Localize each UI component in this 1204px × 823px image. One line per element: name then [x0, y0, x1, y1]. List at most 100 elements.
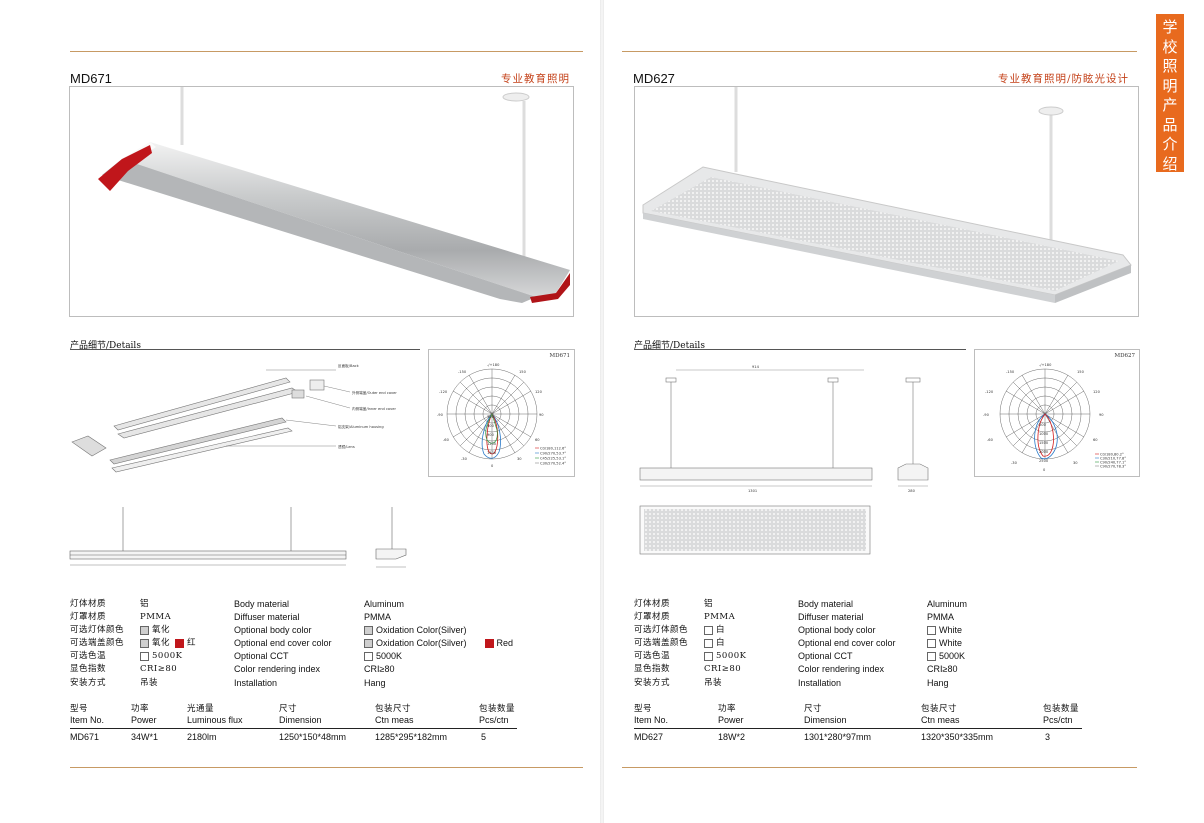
spec-cn-key-3: 可选端盖颜色	[70, 638, 125, 649]
polar-id: MD671	[549, 353, 570, 359]
spec-cn-val-3: 白	[716, 638, 726, 649]
polar-tick-bottom: 0	[1043, 468, 1046, 472]
exploded-label-1: 外侧端盖/Outer end cover	[352, 390, 397, 395]
polar-ring-0: 300	[487, 415, 495, 419]
exploded-label-3: 铝支架/Aluminum housing	[338, 424, 384, 429]
cct-swatch[interactable]	[927, 652, 936, 662]
dim-top: 914	[752, 365, 760, 369]
spec-cn-val-3: 氧化	[152, 638, 171, 649]
color-swatch-silver[interactable]	[140, 639, 149, 649]
cell-dim: 1301*280*97mm	[804, 732, 872, 742]
spec-cn-key-0: 灯体材质	[70, 599, 107, 609]
polar-tick-tl: -150	[458, 370, 467, 374]
details-rule	[70, 349, 420, 350]
sideband-char-6: 介	[1162, 135, 1178, 153]
tagline: 专业教育照明/防眩光设计	[998, 73, 1130, 85]
polar-tick-br: 30	[517, 457, 522, 461]
spec-cn-key-1: 灯罩材质	[70, 612, 107, 623]
polar-tick-l1: -120	[439, 390, 448, 394]
spec-en-val-3: Oxidation Color(Silver)	[376, 638, 467, 649]
spec-cn-val-1: PMMA	[140, 612, 172, 623]
spec-cn-key-6: 安装方式	[70, 677, 107, 688]
spec-cn-key-2: 可选灯体颜色	[634, 625, 689, 636]
polar-tick-l2: -90	[437, 413, 444, 417]
polar-diagram-box: MD627 -/+180 -150 150 -120 120 -90 90 -6…	[974, 349, 1140, 477]
th-en-ctn: Ctn meas	[921, 715, 960, 725]
spec-en-key-2: Optional body color	[234, 625, 312, 636]
sideband-char-7: 绍	[1162, 154, 1178, 173]
polar-tick-l3: -60	[443, 438, 450, 442]
cell-ctn: 1285*295*182mm	[375, 732, 448, 742]
th-cn-ctn: 包装尺寸	[921, 704, 958, 714]
spec-cn-key-6: 安装方式	[634, 677, 671, 688]
polar-ring-3: 1200	[487, 442, 497, 446]
polar-tick-top: -/+180	[487, 363, 500, 367]
color-swatch-silver[interactable]	[364, 626, 373, 636]
spec-en-val-2: Oxidation Color(Silver)	[376, 625, 467, 636]
th-en-pcs: Pcs/ctn	[1043, 715, 1073, 725]
th-cn-pcs: 包装数量	[1043, 704, 1080, 714]
spec-en-key-5: Color rendering index	[234, 664, 321, 675]
spec-en-val-0: Aluminum	[927, 599, 968, 609]
spec-keys-en: Body material Diffuser material Optional…	[234, 598, 362, 690]
spec-en-val-4: 5000K	[939, 651, 966, 662]
details-label: 产品细节/Details	[634, 341, 705, 351]
spec-cn-val-5: CRI≥80	[140, 664, 178, 675]
color-swatch-white[interactable]	[927, 626, 936, 636]
th-en-power: Power	[131, 715, 157, 725]
th-cn-item: 型号	[70, 704, 89, 714]
color-swatch-silver[interactable]	[364, 639, 373, 649]
spec-keys-cn: 灯体材质 灯罩材质 可选灯体颜色 可选端盖颜色 可选色温 显色指数 安装方式	[70, 598, 140, 690]
th-en-dim: Dimension	[279, 715, 322, 725]
polar-legend-1: C90/270,53.7°	[540, 452, 566, 456]
table-rule	[70, 728, 517, 729]
spec-keys-cn: 灯体材质 灯罩材质 可选灯体颜色 可选端盖颜色 可选色温 显色指数 安装方式	[634, 598, 704, 690]
exploded-label-0: 反面板/Back	[338, 363, 360, 368]
spec-cn-val-4: 5000K	[716, 651, 747, 662]
cell-pcs: 5	[481, 732, 487, 742]
th-en-pcs: Pcs/ctn	[479, 715, 509, 725]
polar-legend-2: C90/240,77.1°	[1100, 461, 1126, 465]
polar-tick-br: 30	[1073, 461, 1078, 465]
spec-en-key-0: Body material	[798, 599, 854, 609]
polar-tick-r1: 120	[535, 390, 543, 394]
color-swatch-white[interactable]	[704, 639, 713, 649]
spec-en-val-5: CRI≥80	[927, 664, 958, 675]
spec-en-val-5: CRI≥80	[364, 664, 395, 675]
polar-tick-r3: 60	[1093, 438, 1098, 442]
polar-diagram-box: MD671 -/+180 -150 150 -120 120 -90 90 -6…	[428, 349, 575, 477]
th-cn-flux: 光通量	[187, 704, 215, 714]
spec-cn-val-1: PMMA	[704, 612, 736, 623]
polar-diagram: -/+180 -150 150 -120 120 -90 90 -60 60 -…	[983, 363, 1126, 472]
polar-tick-tr: 150	[1077, 370, 1085, 374]
polar-tick-r2: 90	[1099, 413, 1104, 417]
right-page: MD627 专业教育照明/防眩光设计 学 校 照 明 产 品 介 绍	[602, 0, 1204, 823]
color-swatch-red[interactable]	[484, 639, 494, 649]
polar-tick-tr: 150	[519, 370, 527, 374]
polar-tick-l1: -120	[985, 390, 994, 394]
polar-ring-4: 2500	[1039, 459, 1049, 463]
cct-swatch[interactable]	[364, 652, 373, 662]
color-swatch-red[interactable]	[175, 639, 185, 649]
th-en-flux: Luminous flux	[187, 715, 243, 725]
color-swatch-white[interactable]	[704, 626, 713, 636]
dimension-drawing: 914 1301 280	[639, 365, 929, 555]
cct-swatch[interactable]	[140, 652, 149, 662]
color-swatch-white[interactable]	[927, 639, 936, 649]
details-label: 产品细节/Details	[70, 341, 141, 351]
polar-tick-bl: -30	[1011, 461, 1018, 465]
polar-ring-0: 500	[1039, 423, 1047, 427]
polar-tick-l3: -60	[987, 438, 994, 442]
md627-luminaire-image	[642, 87, 1132, 303]
polar-legend-1: C30/210,77.8°	[1100, 457, 1126, 461]
polar-tick-top: -/+180	[1039, 363, 1052, 367]
cct-swatch[interactable]	[704, 652, 713, 662]
th-en-item: Item No.	[70, 715, 105, 725]
color-swatch-silver[interactable]	[140, 626, 149, 636]
spec-cn-val-0: 铝	[140, 599, 150, 609]
spec-en-key-2: Optional body color	[798, 625, 876, 636]
spec-cn-key-2: 可选灯体颜色	[70, 625, 125, 636]
spec-table: 型号 功率 尺寸 包装尺寸 包装数量 Item No. Power Dimens…	[634, 702, 1084, 746]
spec-keys-en: Body material Diffuser material Optional…	[798, 598, 926, 690]
product-photo	[69, 86, 574, 317]
